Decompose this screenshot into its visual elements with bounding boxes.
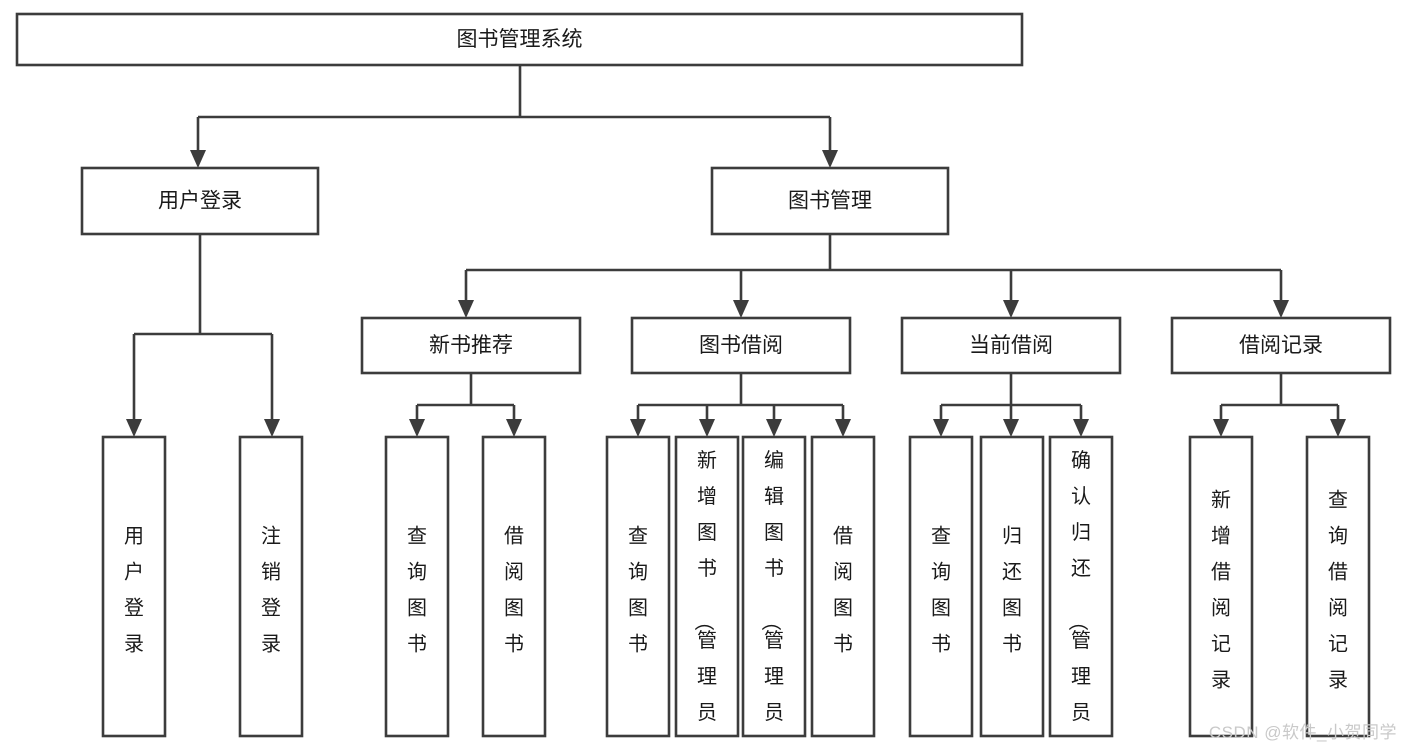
node-leaf-11-box[interactable] xyxy=(1048,435,1114,738)
user-login-to-leaf-1-arrowhead xyxy=(126,419,142,437)
node-leaf-4-box[interactable] xyxy=(481,435,547,738)
node-leaf-13-box[interactable] xyxy=(1305,435,1371,738)
node-level2-2-label: 图书借阅 xyxy=(699,334,783,357)
node-root-box[interactable] xyxy=(15,12,1024,67)
node-level1-2[interactable]: 图书管理 xyxy=(710,166,950,236)
node-leaf-10-label: 归还图书 xyxy=(1002,525,1022,656)
node-leaf-4-label: 借阅图书 xyxy=(504,525,524,656)
node-leaf-2-box[interactable] xyxy=(238,435,304,738)
current-borrow-bus-leaf-2-arrowhead xyxy=(1003,419,1019,437)
node-leaf-4[interactable]: 借阅图书 xyxy=(481,435,547,738)
record-bus-leaf-1-arrowhead xyxy=(1213,419,1229,437)
node-leaf-10[interactable]: 归还图书 xyxy=(979,435,1045,738)
user-login-to-leaf-2-arrowhead xyxy=(264,419,280,437)
borrow-bus-leaf-3-arrowhead xyxy=(766,419,782,437)
node-level2-1-box[interactable] xyxy=(360,316,582,375)
node-leaf-5-box[interactable] xyxy=(605,435,671,738)
node-level2-4[interactable]: 借阅记录 xyxy=(1170,316,1392,375)
node-level2-4-label: 借阅记录 xyxy=(1239,334,1323,357)
root-to-book-manage-arrowhead xyxy=(822,150,838,168)
node-level1-1-box[interactable] xyxy=(80,166,320,236)
node-level2-3-box[interactable] xyxy=(900,316,1122,375)
connector-layer xyxy=(126,65,1346,437)
node-leaf-10-box[interactable] xyxy=(979,435,1045,738)
node-leaf-2[interactable]: 注销登录 xyxy=(238,435,304,738)
node-leaf-8[interactable]: 借阅图书 xyxy=(810,435,876,738)
node-level1-2-label: 图书管理 xyxy=(788,190,872,213)
node-level2-3-label: 当前借阅 xyxy=(969,334,1053,357)
node-leaf-11-label: 确认归还（管理员） xyxy=(1066,449,1091,747)
new-book-bus-leaf-2-arrowhead xyxy=(506,419,522,437)
node-leaf-5-label: 查询图书 xyxy=(628,525,648,656)
csdn-watermark: CSDN @软件_小贺同学 xyxy=(1208,723,1397,742)
node-leaf-6[interactable]: 新增图书（管理员） xyxy=(674,435,740,747)
node-leaf-9[interactable]: 查询图书 xyxy=(908,435,974,738)
node-root-label: 图书管理系统 xyxy=(457,28,583,51)
node-leaf-7-box[interactable] xyxy=(741,435,807,738)
node-root[interactable]: 图书管理系统 xyxy=(15,12,1024,67)
current-borrow-bus-leaf-3-arrowhead xyxy=(1073,419,1089,437)
node-level2-2[interactable]: 图书借阅 xyxy=(630,316,852,375)
node-leaf-13-label: 查询借阅记录 xyxy=(1328,489,1348,692)
book-manage-to-child-1-arrowhead xyxy=(458,300,474,318)
node-leaf-12-label: 新增借阅记录 xyxy=(1211,489,1231,692)
node-leaf-11[interactable]: 确认归还（管理员） xyxy=(1048,435,1114,747)
node-leaf-3-box[interactable] xyxy=(384,435,450,738)
node-leaf-6-label: 新增图书（管理员） xyxy=(692,449,717,747)
borrow-bus-leaf-4-arrowhead xyxy=(835,419,851,437)
node-leaf-2-label: 注销登录 xyxy=(261,525,281,656)
root-to-user-login-arrowhead xyxy=(190,150,206,168)
node-leaf-12-box[interactable] xyxy=(1188,435,1254,738)
book-manage-to-child-2-arrowhead xyxy=(733,300,749,318)
node-leaf-9-label: 查询图书 xyxy=(931,525,951,656)
node-level2-2-box[interactable] xyxy=(630,316,852,375)
node-leaf-5[interactable]: 查询图书 xyxy=(605,435,671,738)
node-leaf-8-label: 借阅图书 xyxy=(833,525,853,656)
node-leaf-9-box[interactable] xyxy=(908,435,974,738)
new-book-bus-leaf-1-arrowhead xyxy=(409,419,425,437)
book-manage-to-child-4-arrowhead xyxy=(1273,300,1289,318)
node-leaf-13[interactable]: 查询借阅记录 xyxy=(1305,435,1371,738)
node-level2-3[interactable]: 当前借阅 xyxy=(900,316,1122,375)
node-layer: 图书管理系统用户登录图书管理新书推荐图书借阅当前借阅借阅记录用户登录注销登录查询… xyxy=(15,12,1392,747)
node-leaf-8-box[interactable] xyxy=(810,435,876,738)
node-level2-1-label: 新书推荐 xyxy=(429,334,513,357)
node-level1-2-box[interactable] xyxy=(710,166,950,236)
node-level1-1-label: 用户登录 xyxy=(158,190,242,213)
borrow-bus-leaf-2-arrowhead xyxy=(699,419,715,437)
book-manage-to-child-3-arrowhead xyxy=(1003,300,1019,318)
node-level2-1[interactable]: 新书推荐 xyxy=(360,316,582,375)
node-leaf-1-label: 用户登录 xyxy=(124,526,144,656)
node-leaf-1[interactable]: 用户登录 xyxy=(101,435,167,738)
node-level2-4-box[interactable] xyxy=(1170,316,1392,375)
node-leaf-7[interactable]: 编辑图书（管理员） xyxy=(741,435,807,747)
record-bus-leaf-2-arrowhead xyxy=(1330,419,1346,437)
node-leaf-3[interactable]: 查询图书 xyxy=(384,435,450,738)
node-leaf-12[interactable]: 新增借阅记录 xyxy=(1188,435,1254,738)
node-leaf-7-label: 编辑图书（管理员） xyxy=(759,449,784,747)
borrow-bus-leaf-1-arrowhead xyxy=(630,419,646,437)
current-borrow-bus-leaf-1-arrowhead xyxy=(933,419,949,437)
node-leaf-1-box[interactable] xyxy=(101,435,167,738)
node-leaf-3-label: 查询图书 xyxy=(407,525,427,656)
node-level1-1[interactable]: 用户登录 xyxy=(80,166,320,236)
node-leaf-6-box[interactable] xyxy=(674,435,740,738)
